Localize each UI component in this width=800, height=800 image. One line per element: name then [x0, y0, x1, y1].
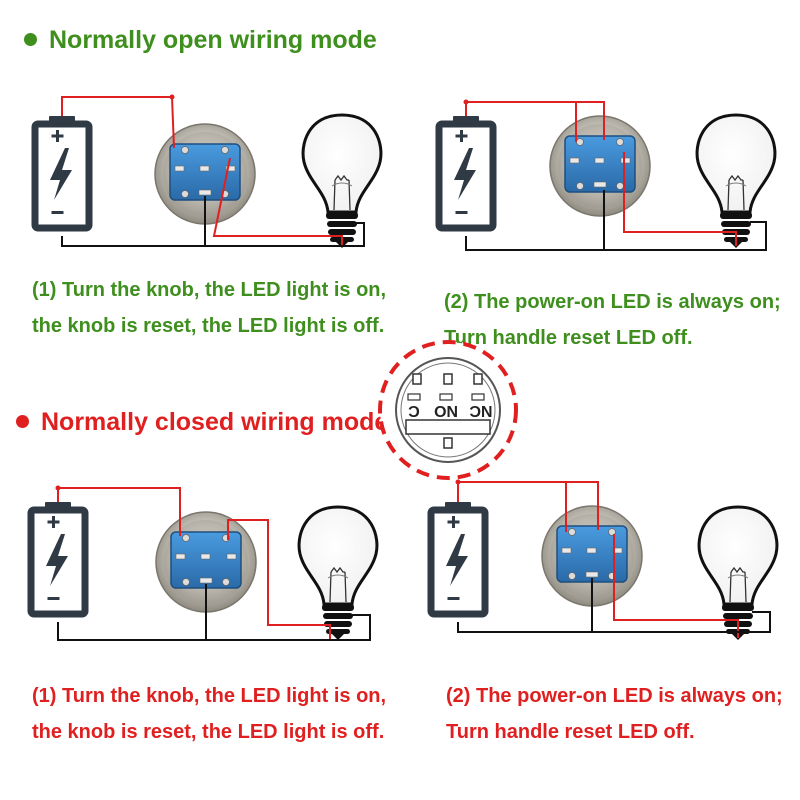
pin-label-c: C: [408, 402, 420, 419]
wire-red: [61, 96, 175, 149]
caption-open-2: (2) The power-on LED is always on; Turn …: [444, 284, 781, 356]
switch-pinout-diagram: C NO NC: [378, 340, 518, 480]
normally-closed-heading-text: Normally closed wiring mode: [41, 408, 389, 436]
wire-red: [613, 534, 739, 638]
normally-open-heading-text: Normally open wiring mode: [49, 26, 377, 54]
wire-red: [623, 152, 737, 246]
caption-closed-2-line1: (2) The power-on LED is always on;: [446, 685, 783, 707]
switch-rear-icon: [549, 115, 651, 217]
battery-icon: [439, 116, 493, 228]
caption-open-1: (1) Turn the knob, the LED light is on, …: [32, 272, 386, 344]
pin-label-nc: NC: [469, 402, 493, 419]
light-bulb-icon: [695, 113, 777, 250]
caption-open-1-line2: the knob is reset, the LED light is off.: [32, 315, 385, 337]
caption-closed-1-line1: (1) Turn the knob, the LED light is on,: [32, 685, 387, 707]
caption-open-2-line1: (2) The power-on LED is always on;: [444, 291, 781, 313]
wire-black: [61, 222, 365, 247]
battery-icon: [35, 116, 89, 228]
light-bulb-icon: [297, 505, 379, 642]
normally-open-heading: Normally open wiring mode: [24, 26, 377, 55]
wire-red: [227, 519, 331, 640]
caption-closed-2: (2) The power-on LED is always on; Turn …: [446, 678, 783, 750]
wire-black: [457, 611, 771, 633]
green-bullet-icon: [24, 32, 37, 46]
caption-open-2-line2: Turn handle reset LED off.: [444, 327, 693, 349]
light-bulb-icon: [301, 113, 383, 250]
caption-open-1-line1: (1) Turn the knob, the LED light is on,: [32, 279, 387, 301]
wire-red: [457, 481, 599, 530]
battery-icon: [31, 502, 85, 614]
panel-open-2: [439, 99, 777, 251]
normally-closed-heading: Normally closed wiring mode: [16, 408, 388, 437]
caption-closed-1: (1) Turn the knob, the LED light is on, …: [32, 678, 386, 750]
wire-red: [465, 101, 605, 140]
red-bullet-icon: [16, 414, 29, 428]
battery-icon: [431, 502, 485, 614]
panel-closed-2: [431, 479, 779, 642]
caption-closed-2-line2: Turn handle reset LED off.: [446, 721, 695, 743]
wire-red: [57, 487, 181, 536]
panel-closed-1: [31, 485, 379, 642]
wire-black: [57, 614, 371, 641]
panel-open-1: [35, 94, 383, 250]
wire-red: [212, 157, 343, 246]
pin-label-no: NO: [434, 402, 458, 419]
caption-closed-1-line2: the knob is reset, the LED light is off.: [32, 721, 385, 743]
wire-black: [465, 221, 767, 251]
